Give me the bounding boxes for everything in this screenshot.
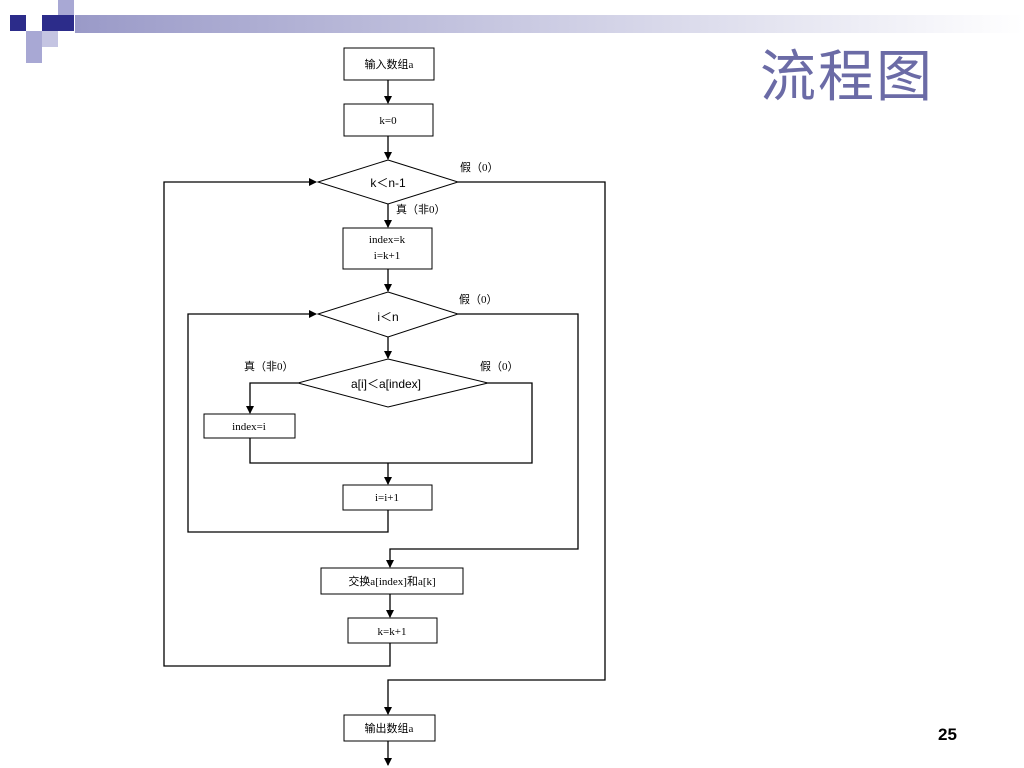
node-assign-index-line-1: index=k bbox=[369, 234, 406, 246]
decor-square-light-4 bbox=[26, 47, 42, 63]
header-gradient-bar bbox=[75, 15, 1024, 33]
node-assign-index: index=k i=k+1 bbox=[342, 227, 433, 270]
node-output: 输出数组a bbox=[343, 714, 436, 742]
node-output-label: 输出数组a bbox=[365, 721, 414, 735]
node-cond-inner-label: i＜n bbox=[377, 310, 398, 324]
header-decoration bbox=[10, 0, 1024, 63]
label-inner-false: 假（0） bbox=[459, 292, 498, 306]
decor-square-dark-3 bbox=[58, 15, 74, 31]
node-input: 输入数组a bbox=[343, 47, 435, 81]
node-cond-compare: a[i]＜a[index] bbox=[296, 358, 489, 408]
node-init-k: k=0 bbox=[343, 103, 434, 137]
node-cond-compare-label: a[i]＜a[index] bbox=[351, 377, 421, 391]
decor-square-light-3 bbox=[42, 31, 58, 47]
edge-setindex-merge bbox=[249, 438, 388, 464]
node-cond-outer-label: k＜n-1 bbox=[370, 176, 406, 190]
page-number: 25 bbox=[938, 725, 957, 744]
edge-inner-false bbox=[386, 313, 579, 568]
node-swap: 交换a[index]和a[k] bbox=[320, 567, 464, 595]
node-cond-inner: i＜n bbox=[316, 291, 460, 338]
node-inc-i-label: i=i+1 bbox=[375, 492, 399, 504]
edge-inc-i-loop bbox=[187, 310, 389, 533]
node-assign-index-line-2: i=k+1 bbox=[374, 250, 400, 262]
label-compare-false: 假（0） bbox=[480, 359, 519, 373]
node-init-k-label: k=0 bbox=[379, 115, 397, 127]
decor-square-dark-1 bbox=[10, 15, 26, 31]
node-set-index-label: index=i bbox=[232, 421, 266, 433]
label-outer-true: 真（非0） bbox=[396, 202, 446, 216]
decor-square-light-1 bbox=[26, 31, 42, 47]
label-outer-false: 假（0） bbox=[460, 160, 499, 174]
decor-square-light-2 bbox=[58, 0, 74, 16]
edge-compare-true bbox=[246, 382, 298, 414]
decor-square-dark-2 bbox=[42, 15, 58, 31]
edge-inc-k-loop bbox=[163, 178, 391, 667]
node-input-label: 输入数组a bbox=[365, 57, 414, 71]
slide-title: 流程图 bbox=[760, 45, 934, 110]
edge-outer-false bbox=[384, 181, 606, 715]
node-swap-label: 交换a[index]和a[k] bbox=[348, 574, 435, 588]
node-inc-k-label: k=k+1 bbox=[378, 626, 407, 638]
label-compare-true: 真（非0） bbox=[244, 359, 294, 373]
node-set-index: index=i bbox=[203, 413, 296, 439]
node-inc-i: i=i+1 bbox=[342, 484, 433, 511]
edge-compare-false bbox=[388, 382, 533, 464]
node-inc-k: k=k+1 bbox=[347, 617, 438, 644]
node-cond-outer: k＜n-1 bbox=[316, 159, 460, 205]
